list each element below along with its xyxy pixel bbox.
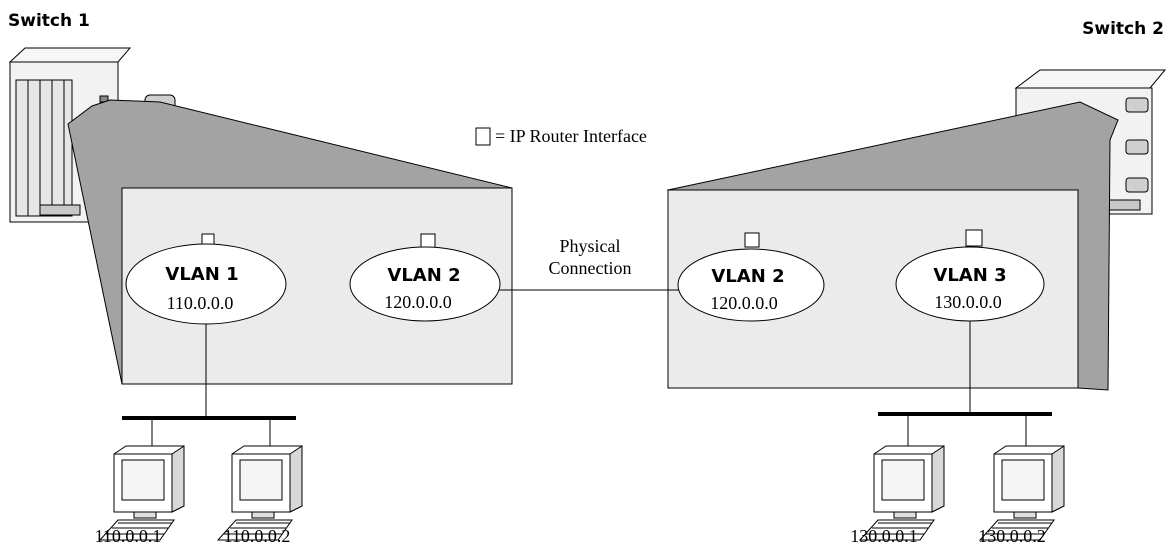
legend-text: = IP Router Interface (495, 126, 647, 146)
vlan-name: VLAN 2 (711, 266, 784, 287)
lan-segment-left (122, 324, 296, 446)
vlan-subnet: 120.0.0.0 (710, 293, 778, 313)
vlan-subnet: 130.0.0.0 (934, 292, 1002, 312)
router-interface-icon (420, 233, 436, 249)
connection-label-line2: Connection (549, 258, 632, 278)
vlan-name: VLAN 1 (165, 264, 238, 285)
router-interface-icon (744, 232, 760, 248)
vlan-subnet: 110.0.0.0 (167, 293, 234, 313)
connection-label-line1: Physical (560, 236, 621, 256)
host-ip-label: 130.0.0.2 (978, 526, 1046, 546)
router-interface-icon (965, 229, 983, 247)
vlan-name: VLAN 3 (933, 265, 1006, 286)
switch-2-label: Switch 2 (1082, 19, 1164, 39)
vlan-subnet: 120.0.0.0 (384, 292, 452, 312)
host-ip-label: 130.0.0.1 (850, 526, 918, 546)
lan-segment-right (878, 321, 1052, 446)
host-ip-label: 110.0.0.1 (95, 526, 162, 546)
legend-router-interface-icon (475, 127, 491, 146)
vlan-ellipse-vlan2-right (677, 248, 825, 322)
vlan-ellipse-vlan2-left (349, 246, 501, 322)
switch-1-label: Switch 1 (8, 11, 90, 31)
host-ip-label: 110.0.0.2 (224, 526, 291, 546)
vlan-name: VLAN 2 (387, 265, 460, 286)
